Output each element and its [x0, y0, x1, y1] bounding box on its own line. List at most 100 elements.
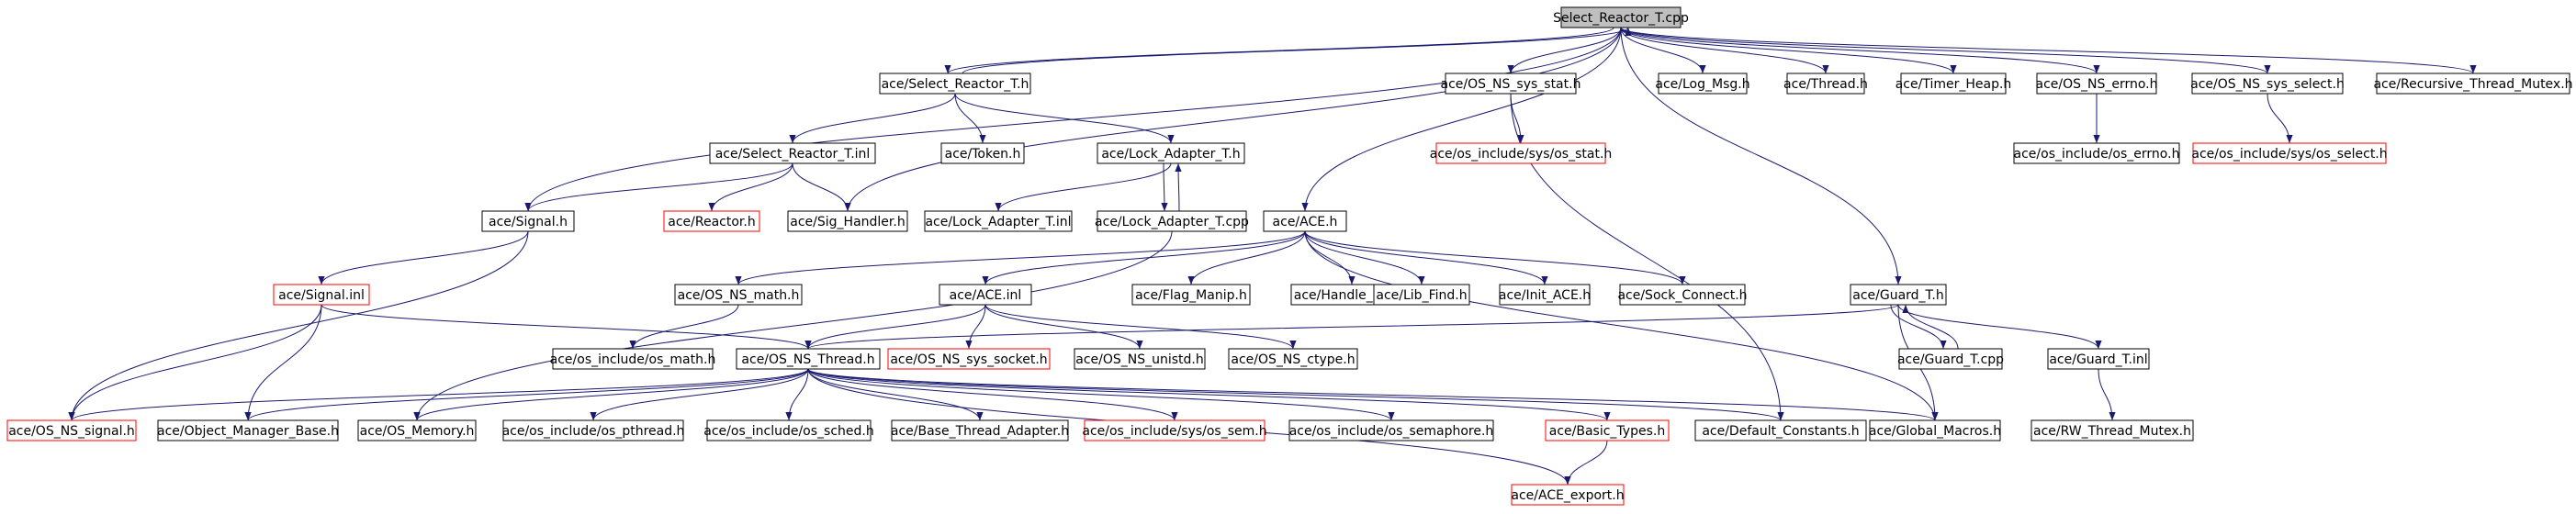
node-box [1619, 284, 1746, 306]
node-unistd[interactable]: ace/OS_NS_unistd.h [1074, 348, 1206, 370]
node-box [1074, 348, 1206, 370]
edge-aceinl-to-osthread [804, 304, 986, 350]
node-box [1373, 284, 1470, 306]
edge-osthread-to-omb [244, 368, 809, 421]
node-label: ace/Base_Thread_Adapter.h [891, 424, 1069, 439]
node-signalh[interactable]: ace/Signal.h [481, 210, 575, 232]
node-label: ace/Global_Macros.h [1869, 424, 2001, 439]
node-label: ace/OS_NS_math.h [678, 288, 800, 303]
node-rtmutex[interactable]: ace/RW_Thread_Mutex.h [2030, 419, 2194, 441]
node-latcpp[interactable]: ace/Lock_Adapter_T.cpp [1095, 210, 1249, 232]
node-osmemory[interactable]: ace/OS_Memory.h [357, 419, 477, 441]
edge-signalinl-to-omb [244, 304, 322, 421]
edge-aceh-to-osmath [735, 230, 1306, 285]
node-label: ace/os_include/sys/os_sem.h [1082, 424, 1266, 439]
node-box [663, 210, 760, 232]
node-box [1263, 210, 1347, 232]
edge-srtinl-to-sighandler [792, 162, 851, 212]
node-guardinl[interactable]: ace/Guard_T.inl [2047, 348, 2150, 370]
node-aceinl[interactable]: ace/ACE.inl [939, 284, 1032, 306]
edge-aceh-to-libfind [1304, 230, 1425, 285]
node-srth[interactable]: ace/Select_Reactor_T.h [879, 73, 1031, 95]
node-initace[interactable]: ace/Init_ACE.h [1499, 284, 1591, 306]
edge-latcpp-to-lath [1175, 162, 1182, 212]
node-sockconnect[interactable]: ace/Sock_Connect.h [1617, 284, 1748, 306]
node-defconst[interactable]: ace/Default_Constants.h [1694, 419, 1867, 441]
node-flag[interactable]: ace/Flag_Manip.h [1131, 284, 1251, 306]
node-sysselect[interactable]: ace/OS_NS_sys_select.h [2190, 73, 2345, 95]
edge-latcpp-to-osmemory [413, 230, 1173, 421]
node-label: ace/os_include/os_semaphore.h [1289, 424, 1494, 439]
node-box [887, 348, 1051, 370]
node-logmsg[interactable]: ace/Log_Msg.h [1655, 73, 1750, 95]
node-globalmacros[interactable]: ace/Global_Macros.h [1869, 419, 2001, 441]
node-label: ace/os_include/os_errno.h [2014, 147, 2180, 162]
node-box [1228, 348, 1358, 370]
node-label: ace/os_include/sys/os_stat.h [1430, 147, 1613, 162]
node-guardth[interactable]: ace/Guard_T.h [1850, 284, 1947, 306]
node-token[interactable]: ace/Token.h [940, 142, 1025, 164]
node-rtm[interactable]: ace/Recursive_Thread_Mutex.h [2373, 73, 2573, 95]
node-latinl[interactable]: ace/Lock_Adapter_T.inl [924, 210, 1073, 232]
edge-guardth-to-osthread [804, 304, 1899, 350]
node-osmath[interactable]: ace/OS_NS_math.h [674, 284, 803, 306]
node-label: ace/Init_ACE.h [1499, 288, 1591, 303]
node-guardcpp[interactable]: ace/Guard_T.cpp [1897, 348, 2004, 370]
edge-osthread-to-ossignal [68, 368, 809, 421]
node-label: ace/ACE_export.h [1511, 488, 1624, 503]
node-oserrno[interactable]: ace/os_include/os_errno.h [2013, 142, 2180, 164]
node-bta[interactable]: ace/Base_Thread_Adapter.h [891, 419, 1069, 441]
node-label: ace/Recursive_Thread_Mutex.h [2373, 77, 2572, 92]
node-label: ace/OS_NS_sys_stat.h [1441, 77, 1581, 92]
node-ctype[interactable]: ace/OS_NS_ctype.h [1228, 348, 1358, 370]
node-box [157, 419, 339, 441]
node-oss[interactable]: ace/OS_NS_sys_stat.h [1441, 73, 1581, 95]
node-lath[interactable]: ace/Lock_Adapter_T.h [1097, 142, 1245, 164]
edge-root-to-oss [1507, 27, 1622, 74]
edge-osthread-to-bta [807, 368, 984, 421]
edge-root-to-aceh [1301, 27, 1622, 212]
node-thread[interactable]: ace/Thread.h [1783, 73, 1868, 95]
node-timerheap[interactable]: ace/Timer_Heap.h [1895, 73, 2012, 95]
node-box [1786, 73, 1865, 95]
edge-signalh-to-signalinl [318, 230, 529, 285]
node-box [787, 210, 908, 232]
node-aceexport: ace/ACE_export.h [1511, 484, 1625, 506]
node-errno[interactable]: ace/OS_NS_errno.h [2035, 73, 2158, 95]
node-box [1084, 419, 1266, 441]
edge-srth-to-token [954, 93, 986, 144]
node-ossemaphore[interactable]: ace/os_include/os_semaphore.h [1288, 419, 1494, 441]
edge-osthread-to-osmemory [413, 368, 809, 421]
edge-aceh-to-flag [1187, 230, 1306, 285]
node-omb[interactable]: ace/Object_Manager_Base.h [157, 419, 339, 441]
edge-osthread-to-ossched [785, 368, 809, 421]
edge-osthread-to-ospthread [590, 368, 809, 421]
node-label: ace/RW_Thread_Mutex.h [2033, 424, 2191, 439]
edge-sysselect-to-osselect [2267, 93, 2293, 144]
node-box [736, 348, 881, 370]
node-label: ace/Guard_T.inl [2049, 352, 2147, 367]
node-osselect: ace/os_include/sys/os_select.h [2191, 142, 2388, 164]
edge-osthread-to-defconst [807, 368, 1784, 421]
node-box [1097, 210, 1247, 232]
node-label: ace/Guard_T.h [1852, 288, 1944, 303]
node-label: ace/Signal.inl [278, 288, 365, 303]
edge-signalh-to-ossignal [68, 230, 529, 421]
file-nodes: Select_Reactor_T.cpp ace/Select_Reactor_T… [6, 6, 2573, 506]
node-box [273, 284, 370, 306]
node-osstat: ace/os_include/sys/os_stat.h [1430, 142, 1613, 164]
node-osthread[interactable]: ace/OS_NS_Thread.h [736, 348, 881, 370]
node-box [879, 73, 1031, 95]
node-sighandler[interactable]: ace/Sig_Handler.h [787, 210, 908, 232]
node-libfind[interactable]: ace/Lib_Find.h [1373, 284, 1470, 306]
node-ossched[interactable]: ace/os_include/os_sched.h [703, 419, 874, 441]
node-root[interactable]: Select_Reactor_T.cpp [1553, 6, 1689, 28]
node-label: ace/Signal.h [489, 215, 568, 229]
node-ospthread[interactable]: ace/os_include/os_pthread.h [502, 419, 685, 441]
node-label: ace/Lock_Adapter_T.cpp [1095, 215, 1249, 229]
node-osincmath[interactable]: ace/os_include/os_math.h [550, 348, 716, 370]
node-srtinl[interactable]: ace/Select_Reactor_T.inl [709, 142, 876, 164]
node-aceh[interactable]: ace/ACE.h [1263, 210, 1347, 232]
node-box [2030, 419, 2194, 441]
edge-srth-to-srtinl [789, 93, 956, 144]
